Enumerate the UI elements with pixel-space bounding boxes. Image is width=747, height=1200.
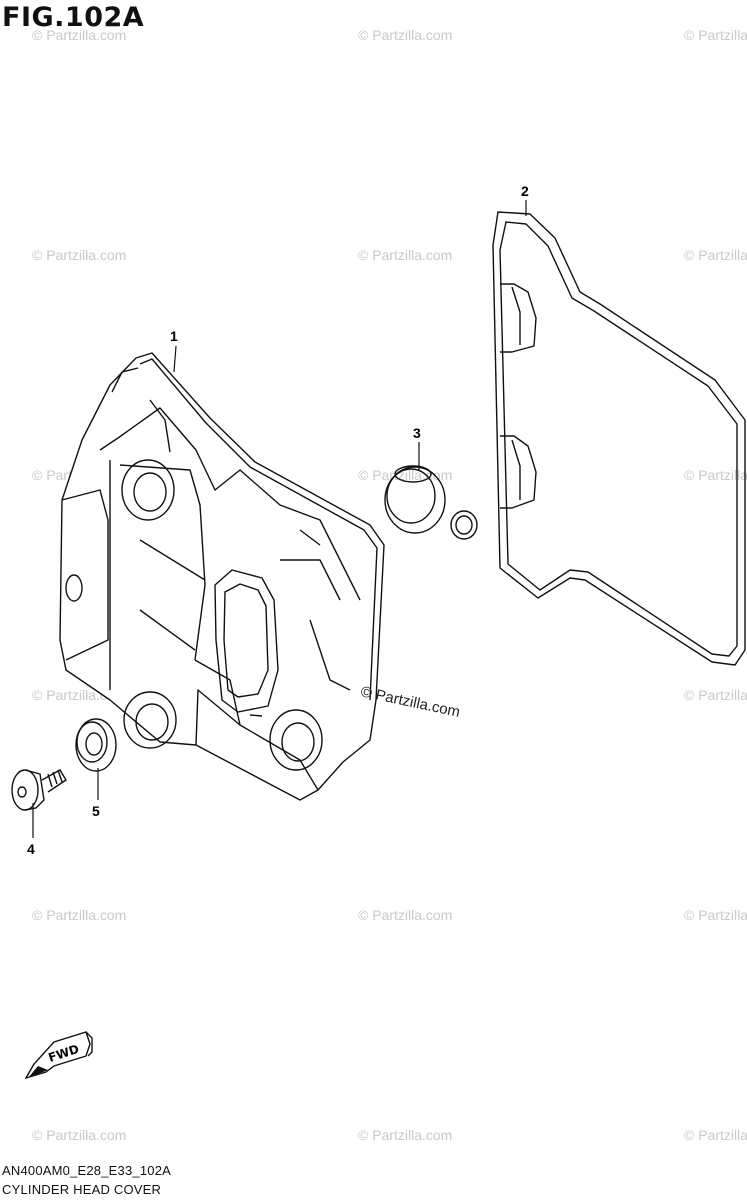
watermark: © Partzilla.com <box>684 27 747 43</box>
cover-bolt[interactable] <box>11 769 67 811</box>
callout-3: 3 <box>413 425 421 441</box>
watermark: © Partzilla.com <box>684 687 747 703</box>
callout-5: 5 <box>92 803 100 819</box>
fwd-arrow-icon: FWD <box>24 1031 93 1080</box>
watermark: © Partzilla.com <box>32 247 126 263</box>
watermark: © Partzilla.com <box>32 27 126 43</box>
leader-lines <box>32 200 527 838</box>
watermark: © Partzilla.com <box>684 467 747 483</box>
figure-name: CYLINDER HEAD COVER <box>2 1182 162 1197</box>
watermark: © Partzilla.com <box>684 907 747 923</box>
watermark: © Partzilla.com <box>358 27 452 43</box>
watermark: © Partzilla.com <box>358 907 452 923</box>
cover-gasket[interactable] <box>492 211 746 666</box>
cylinder-head-cover[interactable] <box>59 352 385 801</box>
watermark: © Partzilla.com <box>684 247 747 263</box>
brand-watermark: © Partzilla.com <box>359 683 461 721</box>
watermark: © Partzilla.com <box>684 1127 747 1143</box>
watermark: © Partzilla.com <box>32 907 126 923</box>
watermark: © Partzilla.com <box>358 247 452 263</box>
callout-4: 4 <box>27 841 35 857</box>
watermark: © Partzilla.com <box>32 1127 126 1143</box>
bolt-washer[interactable] <box>75 718 117 772</box>
callout-1: 1 <box>170 328 178 344</box>
breather-seal[interactable] <box>384 465 478 540</box>
figure-code: AN400AM0_E28_E33_102A <box>2 1163 171 1178</box>
watermark: © Partzilla.com <box>358 1127 452 1143</box>
callout-2: 2 <box>521 183 529 199</box>
figure-title: FIG.102A <box>2 2 145 33</box>
